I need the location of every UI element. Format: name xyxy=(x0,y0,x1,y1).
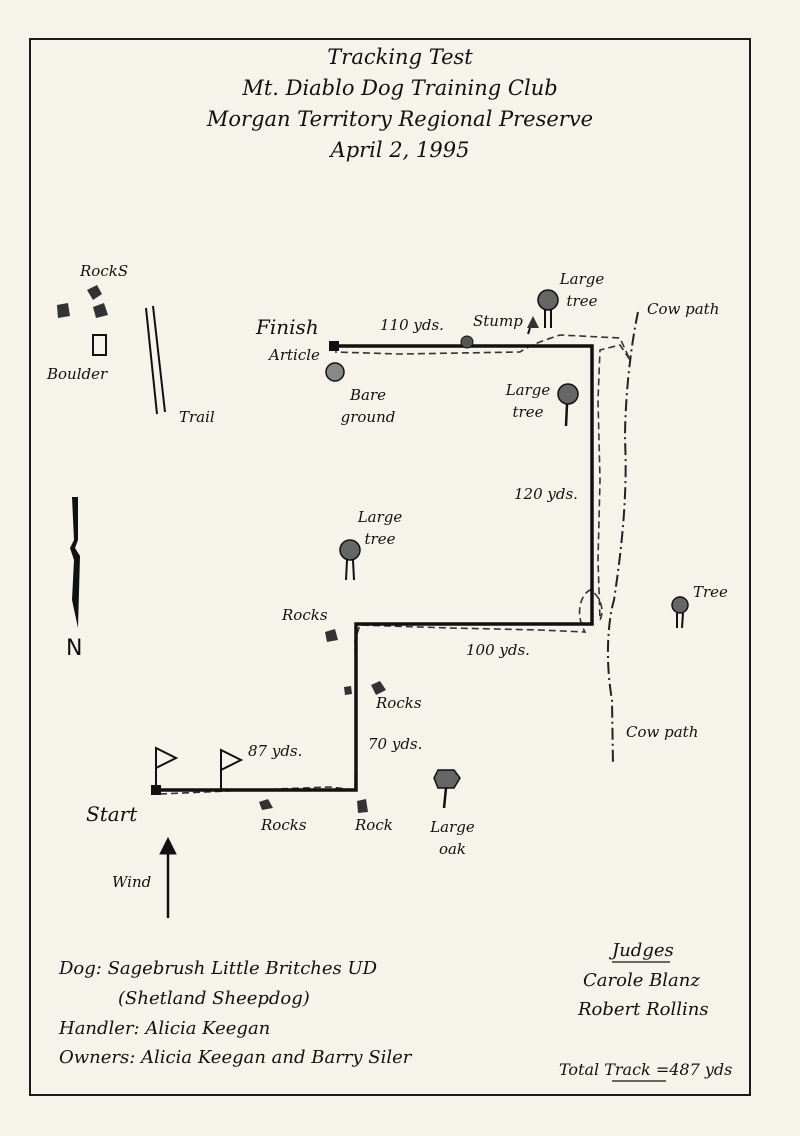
rock-icon xyxy=(357,799,368,813)
rocks-bottom-icon xyxy=(259,799,273,810)
trail-lines xyxy=(145,305,166,415)
wind-arrow-icon xyxy=(159,836,177,918)
label-leg-70: 70 yds. xyxy=(368,735,423,753)
boulder-icon xyxy=(92,334,107,356)
label-leg-100: 100 yds. xyxy=(466,641,530,659)
stump-on-track-icon xyxy=(460,335,474,349)
start-flag-1-icon xyxy=(155,746,179,790)
finish-marker xyxy=(329,341,339,351)
large-tree-mid-icon xyxy=(339,539,361,581)
label-tree: Tree xyxy=(693,583,728,601)
label-article: Article xyxy=(269,346,320,364)
label-rock: Rock xyxy=(355,816,393,834)
rocks-low-icon xyxy=(344,681,386,695)
label-start: Start xyxy=(86,802,138,826)
handler-info: Handler: Alicia Keegan xyxy=(59,1018,271,1039)
tree-icon xyxy=(671,596,689,629)
dog-path xyxy=(159,334,631,795)
page-border xyxy=(29,38,751,1096)
label-wind: Wind xyxy=(112,873,152,891)
label-leg-120: 120 yds. xyxy=(514,485,578,503)
location-name: Morgan Territory Regional Preserve xyxy=(206,107,594,131)
dog-info: Dog: Sagebrush Little Britches UD xyxy=(59,958,378,979)
label-cow-path-top: Cow path xyxy=(647,300,720,318)
stump-icon xyxy=(527,316,539,335)
label-leg-110: 110 yds. xyxy=(380,316,444,334)
judge-name: Carole Blanz xyxy=(583,970,700,991)
label-leg-87: 87 yds. xyxy=(248,742,303,760)
label-cow-path-bottom: Cow path xyxy=(626,723,699,741)
map-title: Tracking Test xyxy=(327,45,473,69)
judges-heading: Judges xyxy=(612,940,674,961)
owners-info: Owners: Alicia Keegan and Barry Siler xyxy=(59,1047,412,1068)
total-track: Total Track =487 yds xyxy=(559,1060,733,1079)
large-oak-icon xyxy=(433,769,461,809)
label-north: N xyxy=(66,636,83,661)
large-tree-top-icon xyxy=(537,289,559,328)
test-date: April 2, 1995 xyxy=(330,138,470,162)
label-boulder: Boulder xyxy=(47,365,108,383)
rocks-mid-icon xyxy=(325,629,338,642)
label-rocks-mid: Rocks xyxy=(282,606,328,624)
label-rocks-top: RockS xyxy=(80,262,129,280)
label-stump: Stump xyxy=(473,312,523,330)
label-rocks-low: Rocks xyxy=(376,694,422,712)
label-trail: Trail xyxy=(179,408,215,426)
label-rocks-bottom: Rocks xyxy=(261,816,307,834)
main-track xyxy=(156,344,594,792)
judge-name: Robert Rollins xyxy=(578,999,709,1020)
rocks-top-icon xyxy=(57,285,108,318)
start-flag-2-icon xyxy=(220,748,244,790)
north-arrow-icon xyxy=(70,497,80,628)
club-name: Mt. Diablo Dog Training Club xyxy=(242,76,558,100)
cow-path xyxy=(606,311,639,766)
dog-breed: (Shetland Sheepdog) xyxy=(118,988,310,1009)
label-finish: Finish xyxy=(256,315,319,339)
bare-ground-icon xyxy=(325,362,345,382)
large-tree-right-icon xyxy=(557,383,579,427)
